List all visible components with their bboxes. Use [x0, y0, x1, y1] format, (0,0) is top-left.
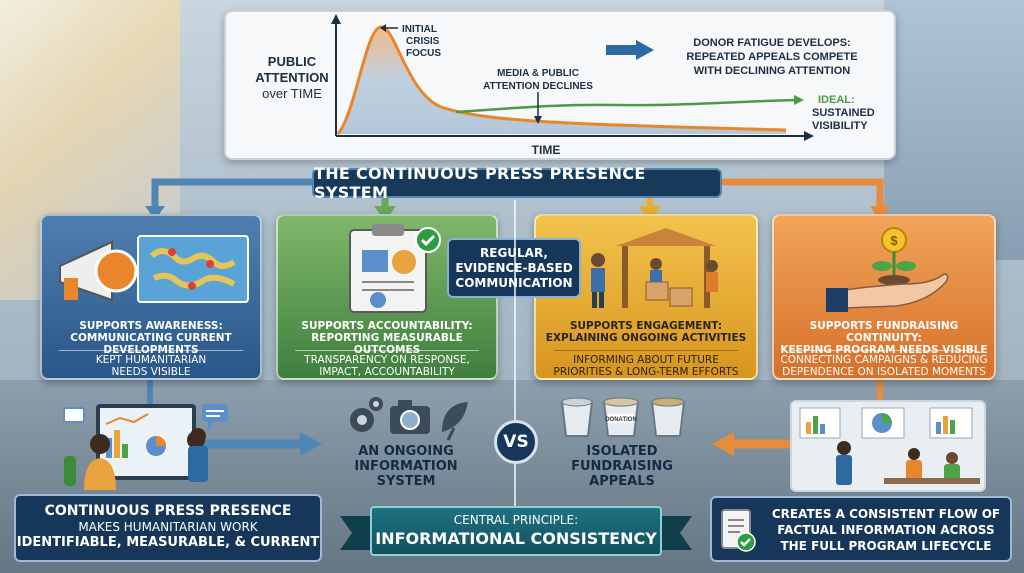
consistent-flow-box: CREATES A CONSISTENT FLOW OF FACTUAL INF…	[710, 496, 1012, 562]
y-label-line2: ATTENTION	[255, 70, 328, 85]
vs-badge: VS	[494, 420, 538, 464]
engagement-head-1: SUPPORTS ENGAGEMENT:	[569, 320, 723, 332]
clipboard-report-icon	[349, 224, 441, 313]
fatigue-line-1: DONOR FATIGUE DEVELOPS:	[693, 37, 850, 49]
isolated-line2: FUNDRAISING	[571, 459, 673, 474]
y-label-line3: over TIME	[262, 86, 322, 101]
press-presence-line1: CONTINUOUS PRESS PRESENCE	[44, 503, 292, 519]
arrow-to-awareness	[151, 178, 312, 210]
peak-label-1: INITIAL	[402, 24, 437, 35]
peak-label-3: FOCUS	[406, 48, 441, 59]
attention-area	[338, 27, 786, 134]
press-presence-line2: MAKES HUMANITARIAN WORK	[78, 520, 258, 534]
ongoing-line2: INFORMATION	[354, 459, 458, 474]
fatigue-line-3: WITH DECLINING ATTENTION	[694, 65, 850, 77]
consistent-flow-text: CREATES A CONSISTENT FLOW OF FACTUAL INF…	[764, 506, 1008, 554]
hand-coin-plant-icon: $	[826, 227, 949, 312]
decline-label-2: ATTENTION DECLINES	[483, 81, 593, 92]
megaphone-map-icon	[59, 235, 249, 303]
media-tools-icons	[350, 397, 468, 441]
ideal-label-1: IDEAL:	[818, 94, 855, 106]
awareness-head-1: SUPPORTS AWARENESS:	[79, 320, 223, 332]
aid-workers-icon	[591, 228, 718, 308]
fundraising-body-1: CONNECTING CAMPAIGNS & REDUCING	[780, 354, 988, 366]
awareness-body-2: NEEDS VISIBLE	[111, 366, 191, 378]
fatigue-line-2: REPEATED APPEALS COMPETE	[686, 51, 857, 63]
ideal-label-3: VISIBILITY	[812, 120, 868, 132]
central-principle-label: CENTRAL PRINCIPLE:	[453, 513, 579, 527]
donation-buckets-icon: DONATION	[560, 397, 686, 437]
accountability-body-1: TRANSPARENCY ON RESPONSE,	[304, 354, 470, 366]
consistent-flow-line1: CREATES A CONSISTENT FLOW OF	[771, 507, 1001, 521]
accountability-heading: SUPPORTS ACCOUNTABILITY: REPORTING MEASU…	[278, 320, 496, 356]
decline-label-1: MEDIA & PUBLIC	[497, 68, 579, 79]
ongoing-line3: SYSTEM	[376, 474, 436, 489]
accountability-head-2: REPORTING MEASURABLE OUTCOMES	[311, 332, 463, 356]
central-principle-value: INFORMATIONAL CONSISTENCY	[375, 529, 657, 548]
central-principle-ribbon: CENTRAL PRINCIPLE: INFORMATIONAL CONSIST…	[370, 506, 662, 556]
center-box-line3: COMMUNICATION	[449, 276, 579, 291]
engagement-body-2: PRIORITIES & LONG-TERM EFFORTS	[553, 366, 739, 378]
fundraising-divider	[791, 350, 977, 351]
engagement-body-1: INFORMING ABOUT FUTURE	[573, 354, 719, 366]
isolated-appeals-label: ISOLATED FUNDRAISING APPEALS	[556, 444, 688, 489]
accountability-body: TRANSPARENCY ON RESPONSE, IMPACT, ACCOUN…	[278, 354, 496, 378]
gear-icon	[350, 397, 383, 432]
awareness-head-2: COMMUNICATING CURRENT DEVELOPMENTS	[70, 332, 232, 356]
isolated-line3: APPEALS	[589, 474, 655, 489]
fundraising-body-2: DEPENDENCE ON ISOLATED MOMENTS	[782, 366, 986, 378]
awareness-body-1: KEPT HUMANITARIAN	[95, 354, 207, 366]
central-principle-banner: CENTRAL PRINCIPLE: INFORMATIONAL CONSIST…	[340, 506, 692, 562]
svg-text:$: $	[890, 233, 898, 248]
team-meeting-icon	[799, 407, 980, 485]
checklist-document-icon	[721, 509, 756, 552]
fundraising-card: $ SUPPORTS FUNDRAISING CONTINUITY: KEEPI…	[772, 214, 996, 380]
fundraising-head-1: SUPPORTS FUNDRAISING CONTINUITY:	[809, 320, 959, 344]
peak-label-2: CRISIS	[406, 36, 440, 47]
crisis-attention-line	[336, 25, 787, 135]
team-meeting-panel	[790, 400, 986, 492]
arrow-to-fundraising	[722, 178, 884, 210]
accountability-divider	[295, 350, 479, 351]
center-divider	[514, 200, 516, 530]
fundraising-body: CONNECTING CAMPAIGNS & REDUCING DEPENDEN…	[774, 354, 994, 378]
fatigue-arrow-icon	[636, 40, 654, 60]
accountability-head-1: SUPPORTS ACCOUNTABILITY:	[301, 320, 473, 332]
awareness-card: SUPPORTS AWARENESS: COMMUNICATING CURREN…	[40, 214, 262, 380]
isolated-line1: ISOLATED	[586, 444, 658, 459]
y-label-line1: PUBLIC	[268, 54, 317, 69]
attention-chart-card: PUBLIC ATTENTION over TIME INITIAL CRISI…	[224, 10, 896, 160]
awareness-divider	[59, 350, 243, 351]
accountability-body-2: IMPACT, ACCOUNTABILITY	[319, 366, 455, 378]
consistent-flow-line2: FACTUAL INFORMATION ACROSS	[777, 523, 995, 537]
press-presence-line3: IDENTIFIABLE, MEASURABLE, & CURRENT	[16, 535, 320, 550]
engagement-heading: SUPPORTS ENGAGEMENT: EXPLAINING ONGOING …	[536, 320, 756, 344]
awareness-body: KEPT HUMANITARIAN NEEDS VISIBLE	[42, 354, 260, 378]
press-presence-summary-box: CONTINUOUS PRESS PRESENCE MAKES HUMANITA…	[14, 494, 322, 562]
engagement-divider	[553, 350, 739, 351]
engagement-head-2: EXPLAINING ONGOING ACTIVITIES	[545, 332, 747, 344]
consistent-flow-line3: THE FULL PROGRAM LIFECYCLE	[780, 539, 992, 553]
satellite-dish-icon	[442, 402, 468, 441]
ideal-visibility-line	[455, 98, 797, 114]
presenter-icon	[188, 428, 208, 482]
ideal-label-2: SUSTAINED	[812, 107, 875, 119]
chat-bubble-icon	[202, 404, 228, 430]
x-axis-label: TIME	[532, 143, 561, 157]
camera-icon	[390, 400, 430, 434]
attention-curve-chart: PUBLIC ATTENTION over TIME INITIAL CRISI…	[255, 14, 875, 157]
engagement-body: INFORMING ABOUT FUTURE PRIORITIES & LONG…	[536, 354, 756, 378]
system-title: THE CONTINUOUS PRESS PRESENCE SYSTEM	[312, 164, 722, 202]
ongoing-system-label: AN ONGOING INFORMATION SYSTEM	[340, 444, 472, 489]
bucket-label: DONATION	[605, 417, 637, 423]
ongoing-line1: AN ONGOING	[358, 444, 454, 459]
